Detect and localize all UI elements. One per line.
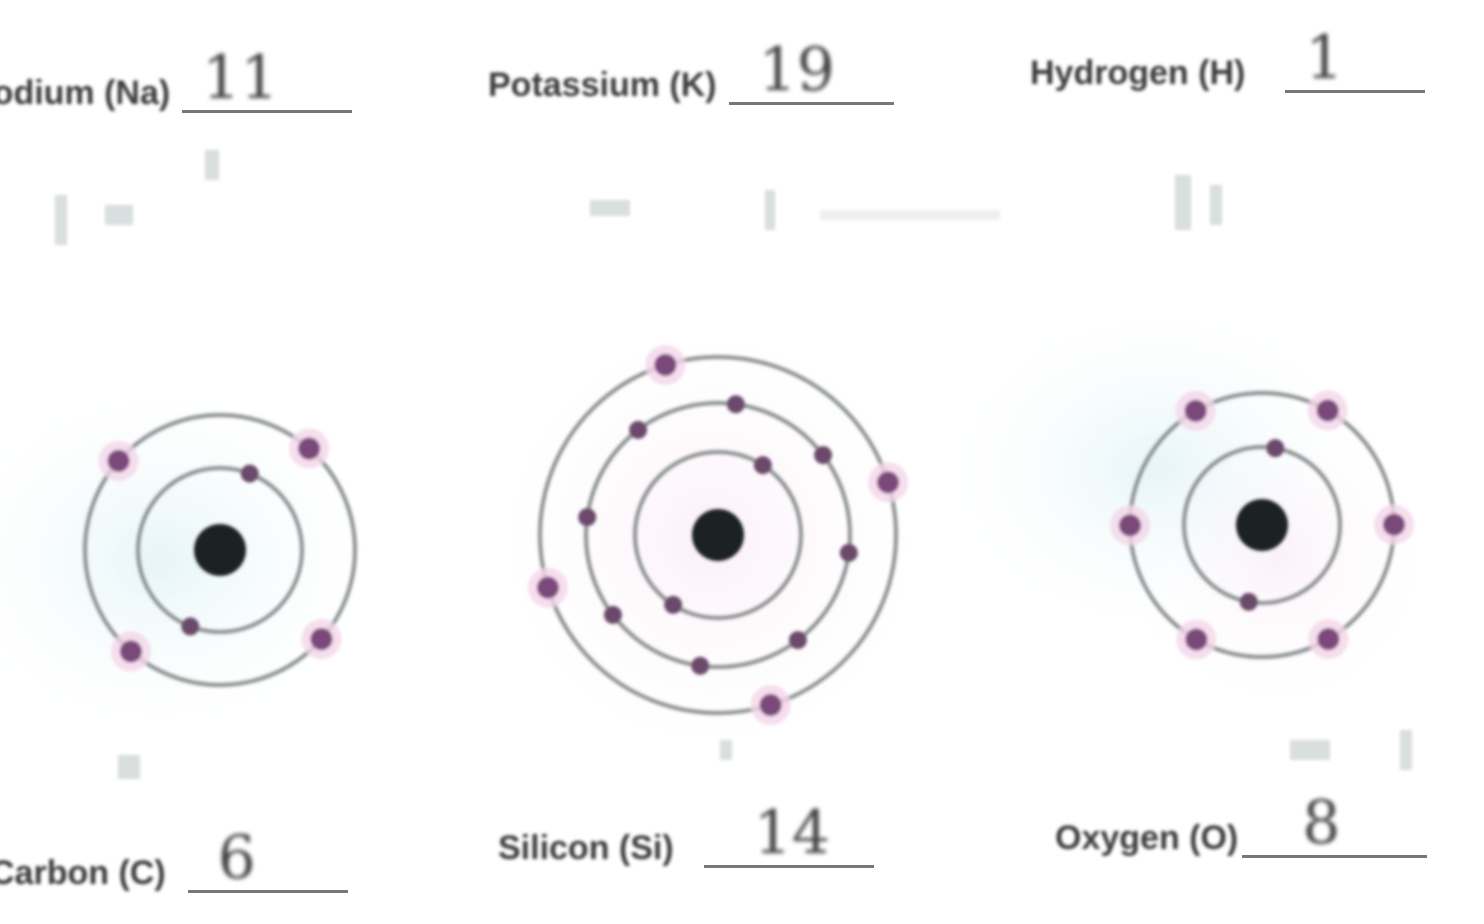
oxygen-electron [1383, 514, 1405, 536]
oxygen-electron [1317, 628, 1339, 650]
answer-value-oxygen: 8 [1302, 793, 1340, 853]
answer-silicon: Silicon (Si) 14 [498, 795, 874, 868]
answer-value-sodium: 11 [202, 48, 278, 108]
oxygen-electron [1185, 400, 1207, 422]
silicon-electron [814, 446, 832, 464]
silicon-electron [727, 395, 745, 413]
silicon-electron [691, 657, 709, 675]
label-oxygen: Oxygen (O) [1055, 819, 1238, 858]
oxygen-electron [1266, 439, 1284, 457]
oxygen-electron [1317, 400, 1339, 422]
carbon-electron [108, 450, 130, 472]
answer-potassium: Potassium (K) 19 [488, 32, 894, 105]
carbon-electron [298, 438, 320, 460]
silicon-electron [654, 354, 676, 376]
answer-hydrogen: Hydrogen (H) 1 [1030, 20, 1425, 93]
silicon-electron [754, 456, 772, 474]
silicon-electron [629, 421, 647, 439]
answer-line-sodium[interactable]: 11 [182, 40, 352, 113]
answer-value-silicon: 14 [754, 803, 830, 863]
silicon-electron [537, 577, 559, 599]
oxygen-electron [1185, 628, 1207, 650]
silicon-electron [840, 544, 858, 562]
answer-value-carbon: 6 [218, 828, 256, 888]
carbon-electron [241, 465, 259, 483]
answer-sodium: Sodium (Na) 11 [0, 40, 352, 113]
label-silicon: Silicon (Si) [498, 829, 674, 868]
silicon-electron [578, 508, 596, 526]
oxygen-nucleus [1236, 499, 1288, 551]
answer-line-carbon[interactable]: 6 [188, 820, 348, 893]
answer-oxygen: Oxygen (O) 8 [1055, 785, 1427, 858]
carbon-electron [120, 640, 142, 662]
oxygen-electron [1119, 514, 1141, 536]
answer-line-oxygen[interactable]: 8 [1242, 785, 1427, 858]
label-carbon: Carbon (C) [0, 854, 166, 893]
carbon-electron [181, 617, 199, 635]
answer-line-silicon[interactable]: 14 [704, 795, 874, 868]
silicon-nucleus [692, 509, 744, 561]
carbon-nucleus [194, 524, 246, 576]
silicon-electron [664, 596, 682, 614]
answer-line-hydrogen[interactable]: 1 [1285, 20, 1425, 93]
answer-carbon: Carbon (C) 6 [0, 820, 348, 893]
silicon-electron [877, 471, 899, 493]
label-hydrogen: Hydrogen (H) [1030, 54, 1245, 93]
oxygen-electron [1240, 593, 1258, 611]
label-sodium: Sodium (Na) [0, 74, 170, 113]
answer-value-potassium: 19 [759, 40, 835, 100]
label-potassium: Potassium (K) [488, 66, 717, 105]
silicon-electron [604, 606, 622, 624]
answer-line-potassium[interactable]: 19 [729, 32, 894, 105]
silicon-electron [760, 694, 782, 716]
carbon-electron [310, 628, 332, 650]
answer-value-hydrogen: 1 [1305, 28, 1343, 88]
silicon-electron [789, 631, 807, 649]
